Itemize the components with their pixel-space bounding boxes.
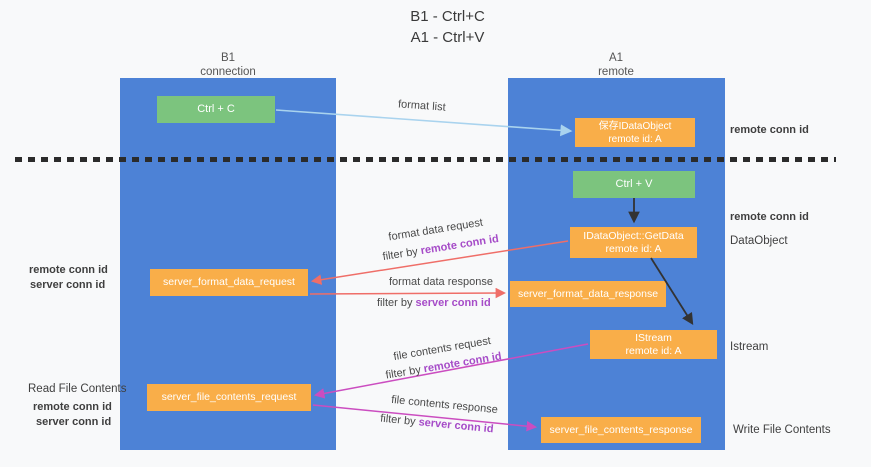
annotation-write-file-contents: Write File Contents — [733, 424, 831, 436]
lane-header-a1: A1 remote — [598, 52, 634, 78]
annotation-dataobject: DataObject — [730, 235, 788, 247]
label-format-data-response: format data response — [389, 276, 493, 288]
label-filter-server-conn-id-1: filter by server conn id — [377, 297, 491, 309]
annotation-read-file-contents: Read File Contents — [28, 383, 127, 395]
node-server-file-contents-response: server_file_contents_response — [541, 417, 701, 443]
lane-header-b1: B1 connection — [200, 52, 256, 78]
node-ctrl-v: Ctrl + V — [573, 171, 695, 198]
node-idataobject-getdata: IDataObject::GetData remote id: A — [570, 227, 697, 258]
node-server-format-data-request: server_format_data_request — [150, 269, 308, 296]
phase-divider-dashed-line — [15, 157, 836, 162]
annotation-left-server-conn-id-2: server conn id — [36, 416, 112, 428]
annotation-left-remote-conn-id-1: remote conn id — [29, 264, 108, 276]
title-line-2: A1 - Ctrl+V — [410, 29, 485, 46]
node-server-format-data-response: server_format_data_response — [510, 281, 666, 307]
annotation-left-server-conn-id-1: server conn id — [30, 279, 106, 291]
node-istream: IStream remote id: A — [590, 330, 717, 359]
annotation-remote-conn-id-top: remote conn id — [730, 124, 809, 136]
node-save-idataobject: 保存IDataObject remote id: A — [575, 118, 695, 147]
annotation-istream: Istream — [730, 341, 769, 353]
annotation-remote-conn-id-mid: remote conn id — [730, 211, 809, 223]
annotation-left-remote-conn-id-2: remote conn id — [33, 401, 112, 413]
node-server-file-contents-request: server_file_contents_request — [147, 384, 311, 411]
label-file-contents-response: file contents response — [390, 393, 499, 417]
diagram-title: B1 - Ctrl+C A1 - Ctrl+V — [330, 6, 565, 48]
node-ctrl-c: Ctrl + C — [157, 96, 275, 123]
arrow-format-data-response — [309, 287, 507, 299]
label-filter-server-conn-id-2: filter by server conn id — [379, 412, 495, 436]
label-format-list: format list — [397, 98, 447, 114]
title-line-1: B1 - Ctrl+C — [410, 8, 485, 25]
